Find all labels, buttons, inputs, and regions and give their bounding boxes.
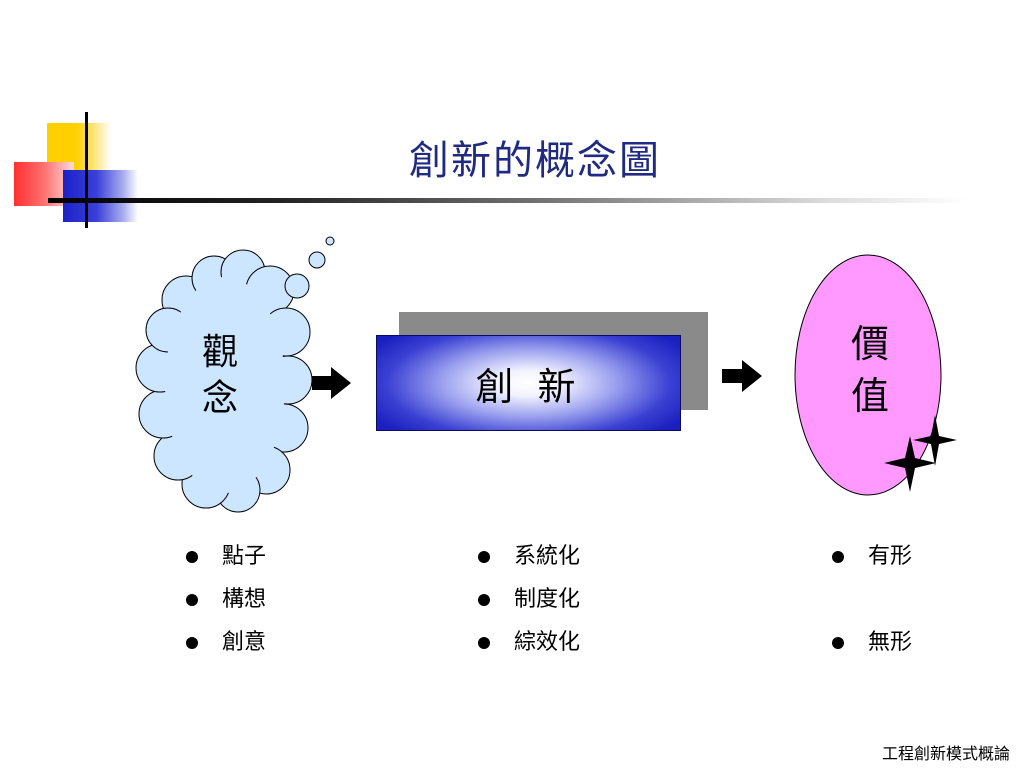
footer-caption: 工程創新模式概論 [881, 744, 1010, 763]
bullet-icon [832, 551, 844, 563]
page-title: 創新的概念圖 [409, 138, 661, 184]
list-item-text: 系統化 [514, 544, 581, 569]
arrow-right-icon [722, 360, 762, 392]
bullet-icon [478, 594, 490, 606]
list-item-text: 無形 [868, 630, 913, 655]
value-label-line1: 價 [850, 322, 889, 366]
bullet-icon [832, 637, 844, 649]
bullet-icon [478, 637, 490, 649]
innovation-label: 創 新 [475, 364, 582, 409]
bullet-icon [478, 551, 490, 563]
list-item-text: 有形 [868, 544, 913, 569]
decor-vertical-line [85, 112, 88, 228]
sparkle-star-icon [913, 415, 957, 466]
arrow-right-icon [312, 367, 351, 399]
idea-cloud [135, 249, 313, 513]
title-underline [48, 198, 968, 203]
idea-label-line1: 觀 [201, 332, 238, 373]
bullet-icon [186, 594, 198, 606]
innovation-box: 創 新 [376, 335, 681, 431]
value-label-line2: 值 [850, 374, 889, 418]
sparkle-star-icon [884, 436, 936, 492]
thought-bubble-small [325, 236, 335, 246]
list-item-text: 綜效化 [514, 630, 581, 655]
idea-label-line2: 念 [201, 378, 238, 419]
value-ellipse [794, 254, 942, 496]
idea-label: 觀 念 [188, 330, 252, 422]
bullet-icon [186, 637, 198, 649]
decor-blue-square [63, 170, 138, 222]
thought-bubble-medium [308, 251, 326, 269]
list-item-text: 制度化 [514, 587, 581, 612]
thought-bubble-large [284, 273, 310, 299]
list-item-text: 構想 [222, 587, 267, 612]
bullet-icon [186, 551, 198, 563]
value-label: 價 值 [838, 318, 902, 422]
list-item-text: 創意 [222, 630, 267, 655]
list-item-text: 點子 [222, 544, 267, 569]
